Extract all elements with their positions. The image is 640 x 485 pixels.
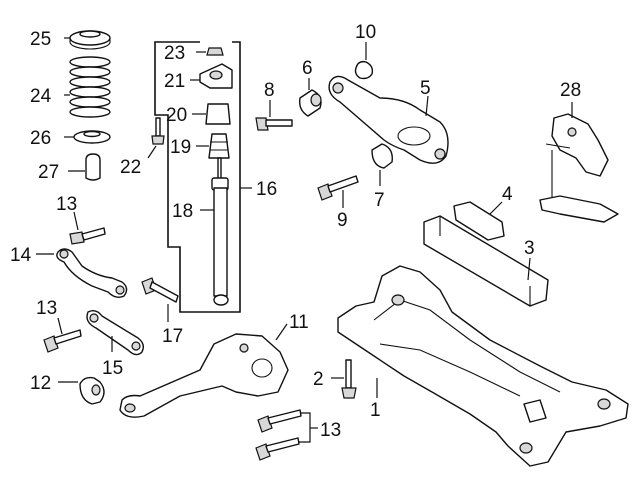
- callout-22: 22: [120, 157, 141, 178]
- crossmember-reinforcement: [423, 215, 549, 307]
- callout-23: 23: [164, 43, 185, 64]
- callout-8: 8: [264, 80, 275, 101]
- top-nut: [206, 47, 224, 56]
- bushing-bolt: [255, 117, 293, 131]
- lateral-link-bolt: [69, 227, 106, 245]
- callout-16: 16: [256, 179, 277, 200]
- mount-insulator: [205, 103, 231, 125]
- callout-7: 7: [374, 190, 385, 211]
- callout-24: 24: [30, 86, 52, 107]
- toe-link-bolt: [43, 329, 82, 353]
- callout-27: 27: [38, 162, 59, 183]
- lower-spring-seat: [73, 130, 111, 144]
- rear-subframe: [337, 265, 629, 467]
- mounting-plate: [453, 201, 505, 241]
- trailing-bolt: [141, 277, 179, 303]
- upper-arm-bushing: [354, 60, 374, 80]
- callout-12: 12: [30, 373, 51, 394]
- callout-20: 20: [166, 105, 187, 126]
- callout-2: 2: [313, 369, 324, 390]
- upper-control-arm: [328, 75, 449, 164]
- callout-25: 25: [30, 29, 51, 50]
- shock-group-bracket: [154, 41, 241, 313]
- callout-11: 11: [289, 312, 309, 333]
- callout-19: 19: [170, 137, 191, 158]
- bump-stop: [85, 153, 101, 181]
- knuckle-bolt-lower: [255, 437, 300, 461]
- callout-13-middle: 13: [36, 298, 57, 319]
- callout-10: 10: [355, 22, 376, 43]
- height-sensor-bracket: [539, 113, 619, 223]
- callout-4: 4: [502, 184, 513, 205]
- callout-5: 5: [420, 78, 431, 99]
- callout-26: 26: [30, 128, 51, 149]
- knuckle-bolt-upper: [257, 409, 302, 433]
- callout-15: 15: [102, 358, 123, 379]
- callout-6: 6: [302, 58, 313, 79]
- lateral-link: [56, 248, 128, 299]
- callout-17: 17: [162, 326, 183, 347]
- shock-boot: [208, 133, 230, 159]
- knuckle-bushing: [79, 376, 105, 405]
- callout-13-top: 13: [56, 194, 77, 215]
- callout-28: 28: [560, 80, 581, 101]
- shock-absorber: [211, 157, 229, 306]
- callout-14: 14: [10, 245, 32, 266]
- subframe-bolt: [341, 359, 357, 399]
- upper-mount: [199, 63, 233, 89]
- rear-knuckle: [119, 333, 289, 418]
- callout-3: 3: [524, 238, 535, 259]
- upper-spring-seat: [69, 30, 111, 50]
- arm-bolt: [317, 175, 359, 201]
- mount-bolt: [151, 117, 165, 145]
- toe-link: [86, 309, 145, 356]
- callout-21: 21: [164, 71, 185, 92]
- callout-18: 18: [172, 201, 193, 222]
- lower-bushing: [371, 143, 393, 169]
- coil-spring: [69, 56, 111, 118]
- callout-1: 1: [370, 400, 381, 421]
- callout-9: 9: [337, 210, 348, 231]
- bushing: [298, 89, 322, 117]
- callout-13-bottom: 13: [320, 420, 341, 441]
